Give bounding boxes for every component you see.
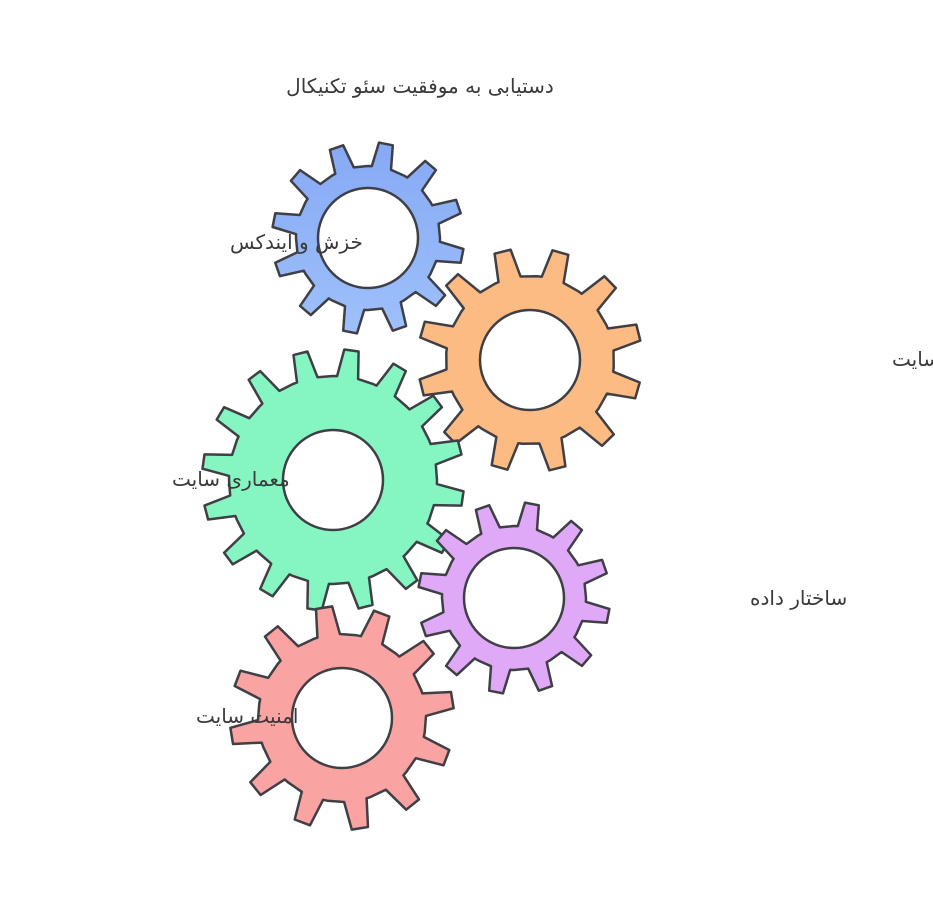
gear-crawl-index (271, 141, 465, 335)
gear-label-data-structure: ساختار داده (750, 586, 847, 610)
gear-label-site-security: امنیت سایت (196, 704, 298, 728)
gear-site-architecture-shape (201, 348, 465, 612)
diagram-title: دستیابی به موفقیت سئو تکنیکال (286, 74, 554, 98)
gear-label-crawl-index: خزش و ایندکس (230, 230, 363, 254)
gear-label-site-architecture: معماری سایت (172, 467, 290, 491)
gear-site-speed-shape (418, 248, 642, 472)
gear-data-structure (417, 501, 611, 695)
gear-data-structure-shape (417, 501, 611, 695)
gear-site-security (229, 605, 455, 831)
gear-site-security-shape (229, 605, 455, 831)
gear-site-speed (418, 248, 642, 472)
gear-site-architecture (201, 348, 465, 612)
gear-label-site-speed: سرعت بارگذاری سایت (892, 347, 933, 371)
gear-crawl-index-shape (271, 141, 465, 335)
